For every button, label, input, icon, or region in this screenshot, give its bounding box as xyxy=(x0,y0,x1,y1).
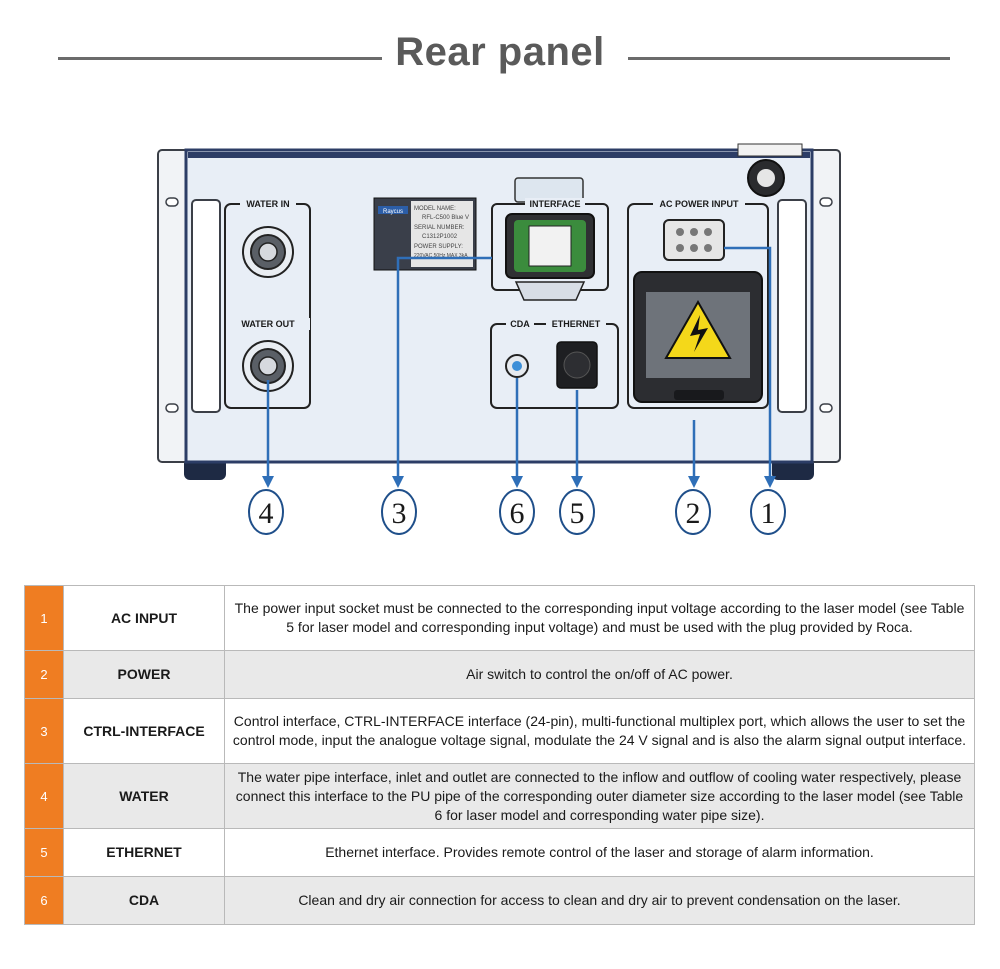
water-in-label: WATER IN xyxy=(246,199,289,209)
callout-2-text: 2 xyxy=(686,497,701,530)
interface-label: INTERFACE xyxy=(529,199,580,209)
row-number: 3 xyxy=(24,698,64,764)
callout-4-text: 4 xyxy=(259,497,274,530)
rack-ear-left xyxy=(157,149,189,463)
row-name: ETHERNET xyxy=(63,828,225,877)
table-row: 3 CTRL-INTERFACE Control interface, CTRL… xyxy=(24,698,975,764)
fiber-output-port xyxy=(737,143,803,197)
row-description: Clean and dry air connection for access … xyxy=(224,876,975,925)
row-description: Control interface, CTRL-INTERFACE interf… xyxy=(224,698,975,764)
cda-connector xyxy=(505,354,529,378)
table-row: 1 AC INPUT The power input socket must b… xyxy=(24,585,975,651)
callout-5-text: 5 xyxy=(570,497,585,530)
table-row: 4 WATER The water pipe interface, inlet … xyxy=(24,763,975,829)
port-description-table: 1 AC INPUT The power input socket must b… xyxy=(24,585,975,925)
callout-3: 3 xyxy=(381,489,417,535)
callout-4: 4 xyxy=(248,489,284,535)
row-name: POWER xyxy=(63,650,225,699)
row-name: AC INPUT xyxy=(63,585,225,651)
nameplate-line: SERIAL NUMBER: xyxy=(414,225,465,231)
page-header: Rear panel xyxy=(0,0,1000,110)
row-description: Air switch to control the on/off of AC p… xyxy=(224,650,975,699)
row-name: WATER xyxy=(63,763,225,829)
rack-ear-right xyxy=(809,149,841,463)
callout-1: 1 xyxy=(750,489,786,535)
page-title: Rear panel xyxy=(395,30,605,74)
ethernet-label: ETHERNET xyxy=(552,319,601,329)
nameplate-line: 220VAC 50Hz MAX 3kA xyxy=(414,253,468,259)
nameplate: Raycus MODEL NAME: RFL-C500 Blue V SERIA… xyxy=(373,197,477,271)
callout-2: 2 xyxy=(675,489,711,535)
callout-1-text: 1 xyxy=(761,497,776,530)
rear-panel-drawing: WATER IN WATER OUT Raycus MODEL NAME: RF… xyxy=(157,143,841,535)
row-number: 5 xyxy=(24,828,64,877)
callout-leaders xyxy=(262,246,776,488)
power-switch-cover xyxy=(633,271,763,403)
row-description: The water pipe interface, inlet and outl… xyxy=(224,763,975,829)
row-number: 6 xyxy=(24,876,64,925)
handle-right xyxy=(777,199,807,413)
table-row: 6 CDA Clean and dry air connection for a… xyxy=(24,876,975,925)
title-rule-left xyxy=(58,57,382,60)
nameplate-line: C1312P1002 xyxy=(422,234,458,240)
table-row: 2 POWER Air switch to control the on/off… xyxy=(24,650,975,699)
title-rule-right xyxy=(628,57,950,60)
cda-label: CDA xyxy=(510,319,530,329)
handle-left xyxy=(191,199,221,413)
callout-6-text: 6 xyxy=(510,497,525,530)
water-out-connector xyxy=(242,340,294,392)
callout-3-text: 3 xyxy=(392,497,407,530)
ac-input-socket xyxy=(663,219,725,261)
table-row: 5 ETHERNET Ethernet interface. Provides … xyxy=(24,828,975,877)
row-description: The power input socket must be connected… xyxy=(224,585,975,651)
row-number: 4 xyxy=(24,763,64,829)
row-name: CDA xyxy=(63,876,225,925)
nameplate-brand: Raycus xyxy=(383,209,403,215)
row-name: CTRL-INTERFACE xyxy=(63,698,225,764)
row-number: 1 xyxy=(24,585,64,651)
callout-5: 5 xyxy=(559,489,595,535)
water-out-label: WATER OUT xyxy=(241,319,295,329)
callout-6: 6 xyxy=(499,489,535,535)
nameplate-line: MODEL NAME: xyxy=(414,206,456,212)
water-in-connector xyxy=(242,226,294,278)
nameplate-line: POWER SUPPLY: xyxy=(414,244,463,250)
ac-power-input-label: AC POWER INPUT xyxy=(659,199,739,209)
nameplate-line: RFL-C500 Blue V xyxy=(422,215,469,221)
ethernet-connector xyxy=(556,341,598,389)
row-description: Ethernet interface. Provides remote cont… xyxy=(224,828,975,877)
row-number: 2 xyxy=(24,650,64,699)
